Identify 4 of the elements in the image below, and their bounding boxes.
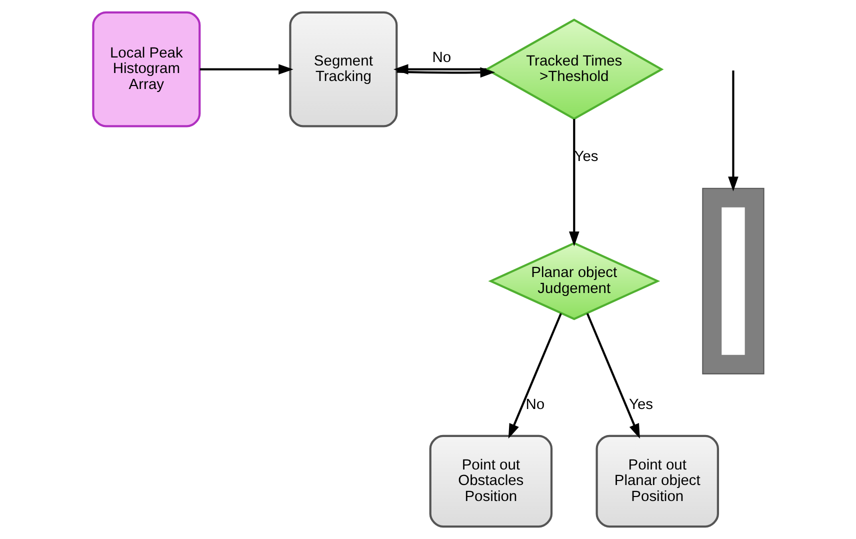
edge-label: No: [525, 396, 544, 413]
edge-label: Yes: [628, 396, 653, 413]
edge-label: Yes: [574, 149, 598, 166]
edge-label: No: [432, 50, 451, 66]
